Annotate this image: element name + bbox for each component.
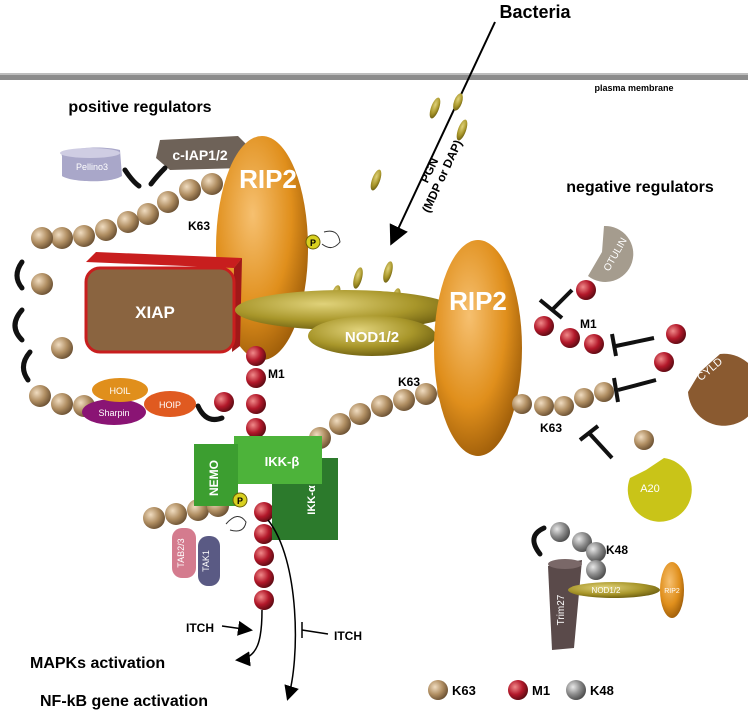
trim27-protein: Trim27 bbox=[548, 559, 582, 650]
hoil-label: HOIL bbox=[109, 386, 130, 396]
svg-text:P: P bbox=[237, 496, 243, 506]
a20-protein: A20 bbox=[627, 458, 692, 522]
svg-text:RIP2: RIP2 bbox=[664, 588, 680, 595]
svg-text:NOD1/2: NOD1/2 bbox=[592, 586, 621, 595]
nfkb-activation: NF-kB gene activation bbox=[40, 693, 208, 710]
svg-text:P: P bbox=[310, 238, 316, 248]
ciap12-protein: c-IAP1/2 bbox=[156, 136, 250, 170]
legend: K63 M1 K48 bbox=[428, 680, 614, 700]
inhibition-bars bbox=[538, 288, 657, 460]
plasma-membrane: plasma membrane bbox=[0, 73, 748, 93]
svg-text:Trim27: Trim27 bbox=[556, 594, 567, 625]
legend-k48-label: K48 bbox=[590, 683, 614, 698]
bacteria-arrow: Bacteria bbox=[389, 2, 572, 246]
nod12-small-protein: NOD1/2 bbox=[568, 582, 660, 598]
svg-text:Pellino3: Pellino3 bbox=[76, 162, 108, 172]
otulin-protein: OTULIN bbox=[576, 225, 634, 300]
k63-chain-left bbox=[29, 173, 223, 417]
pellino3-protein: Pellino3 bbox=[60, 147, 122, 182]
svg-text:c-IAP1/2: c-IAP1/2 bbox=[172, 147, 227, 163]
legend-m1-swatch bbox=[508, 680, 528, 700]
downstream-arrows bbox=[221, 519, 329, 701]
bacteria-label: Bacteria bbox=[499, 2, 571, 22]
m1-label-negative: M1 bbox=[580, 317, 597, 331]
lubac-complex: Sharpin HOIL HOIP bbox=[82, 378, 196, 425]
ikka-label: IKK-α bbox=[306, 485, 318, 515]
k48-chain bbox=[550, 522, 606, 580]
k63-label-negative: K63 bbox=[540, 421, 562, 435]
ikkb-label: IKK-β bbox=[265, 454, 300, 469]
phospho-badge-rip2: P bbox=[305, 230, 341, 250]
legend-m1-label: M1 bbox=[532, 683, 550, 698]
svg-text:A20: A20 bbox=[640, 483, 660, 495]
nemo-label: NEMO bbox=[207, 460, 221, 496]
cyld-protein: CYLD bbox=[688, 353, 748, 426]
legend-k63-label: K63 bbox=[452, 683, 476, 698]
m1-label-center: M1 bbox=[268, 367, 285, 381]
legend-k48-swatch bbox=[566, 680, 586, 700]
k63-label-top: K63 bbox=[188, 219, 210, 233]
svg-text:RIP2: RIP2 bbox=[239, 164, 297, 194]
tak1-label: TAK1 bbox=[201, 550, 211, 572]
k63-label-mid: K63 bbox=[398, 375, 420, 389]
positive-regulators-title: positive regulators bbox=[68, 99, 211, 116]
plasma-membrane-label: plasma membrane bbox=[594, 83, 673, 93]
legend-k63-swatch bbox=[428, 680, 448, 700]
nod12-protein: NOD1/2 bbox=[235, 290, 455, 356]
tab-tak-complex: TAB2/3 TAK1 bbox=[172, 528, 220, 586]
tab23-label: TAB2/3 bbox=[176, 538, 186, 567]
svg-text:NOD1/2: NOD1/2 bbox=[345, 329, 399, 346]
itch-right-label: ITCH bbox=[334, 629, 362, 643]
svg-text:XIAP: XIAP bbox=[135, 303, 175, 322]
svg-text:RIP2: RIP2 bbox=[449, 286, 507, 316]
ikk-complex: IKK-α IKK-β NEMO P bbox=[194, 436, 338, 540]
rip2-right-protein: RIP2 bbox=[434, 240, 522, 456]
xiap-protein: XIAP bbox=[84, 252, 242, 354]
sharpin-label: Sharpin bbox=[98, 408, 129, 418]
m1-chain-negative bbox=[534, 316, 686, 372]
hoip-label: HOIP bbox=[159, 400, 181, 410]
rip2-small-protein: RIP2 bbox=[660, 562, 684, 618]
curved-arrows bbox=[12, 165, 547, 557]
mapks-activation: MAPKs activation bbox=[30, 655, 165, 672]
k63-chain-negative bbox=[512, 382, 654, 450]
pgn-label: PGN (MDP or DAP) bbox=[418, 138, 465, 215]
negative-regulators-title: negative regulators bbox=[566, 179, 714, 196]
k48-label: K48 bbox=[606, 543, 628, 557]
itch-left-label: ITCH bbox=[186, 621, 214, 635]
